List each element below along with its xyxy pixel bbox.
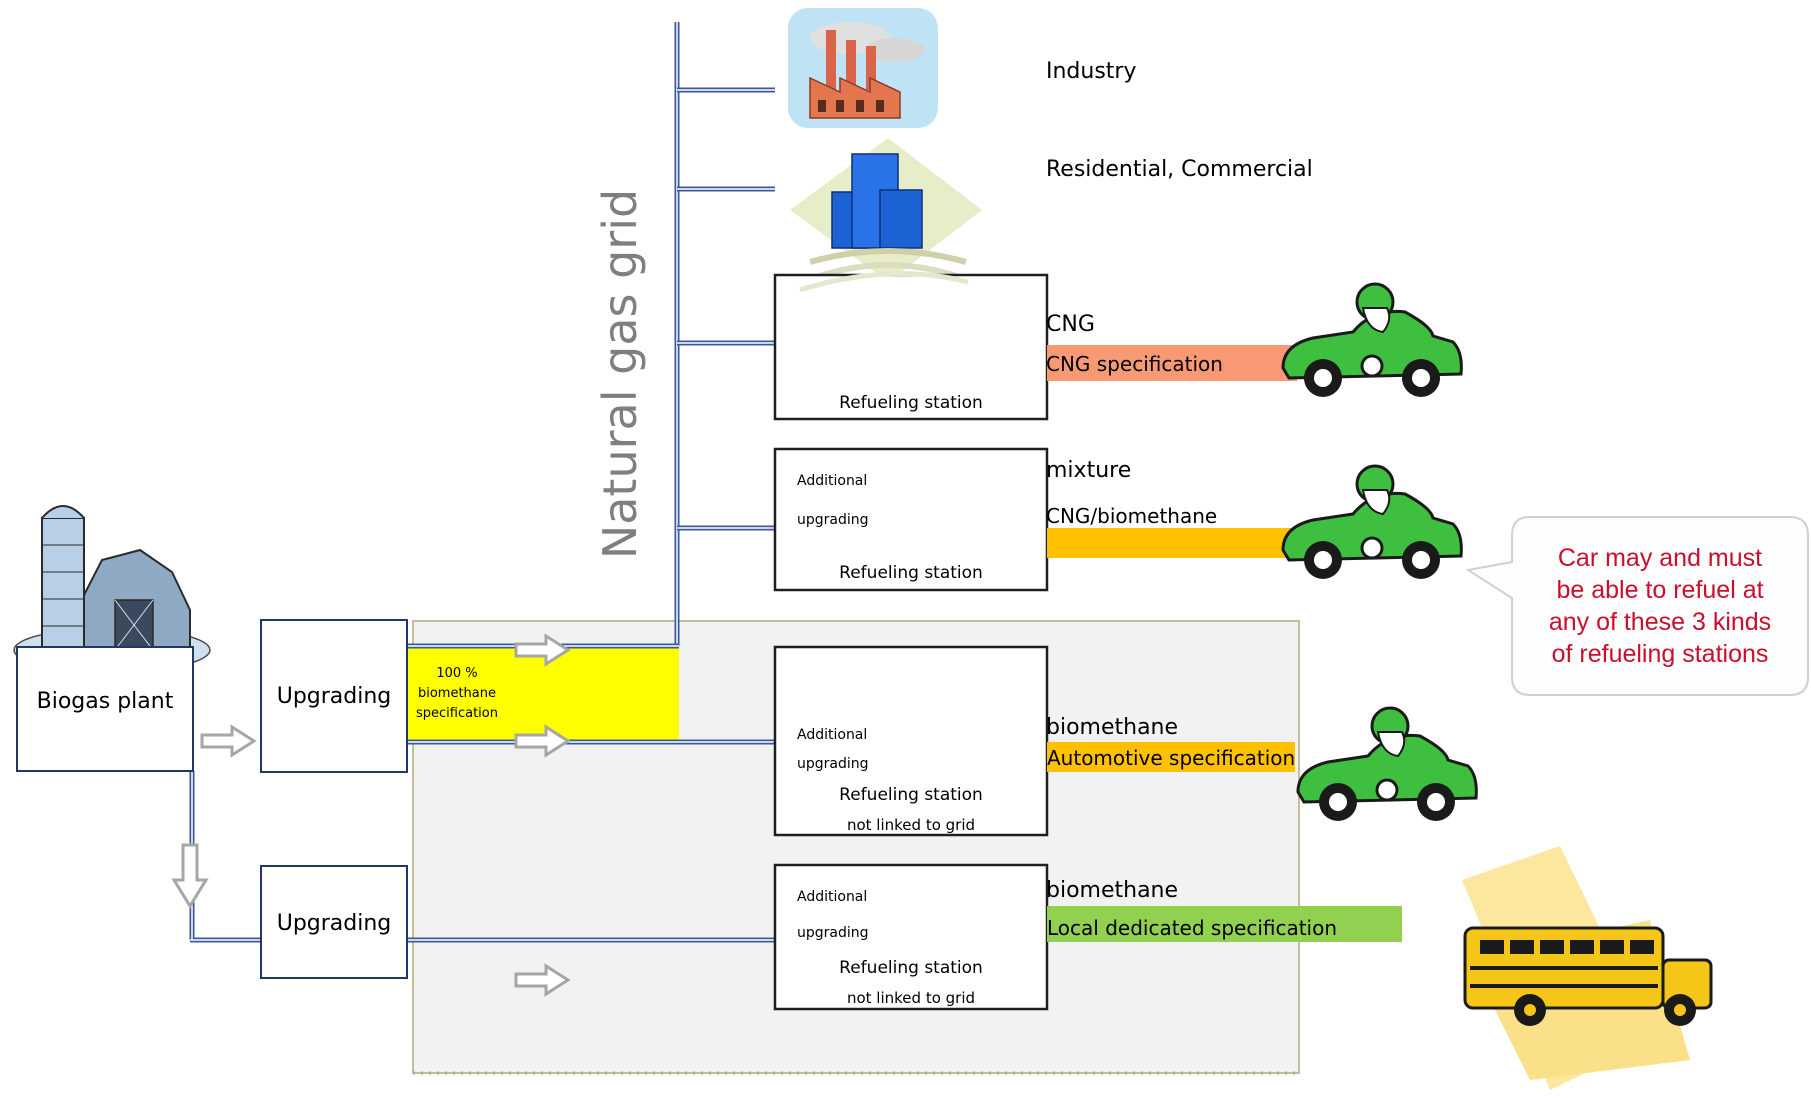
station-sub-label: not linked to grid xyxy=(847,816,975,834)
station-upgrade-text-1: Additional xyxy=(797,473,867,489)
station-upgrade-text-2: upgrading xyxy=(797,925,869,941)
station-fuel-label: mixture xyxy=(1046,458,1131,483)
refueling-station-box xyxy=(773,863,1049,1011)
station-spec-label: CNG/biomethane xyxy=(1046,504,1217,528)
biogas-plant-box xyxy=(16,646,194,772)
buildings-icon xyxy=(790,138,982,282)
flow-arrow-icon xyxy=(200,725,256,757)
station-title: Refueling station xyxy=(839,393,983,413)
station-upgrade-text-2: upgrading xyxy=(797,756,869,772)
station-fuel-label: CNG xyxy=(1046,312,1095,337)
flow-arrow-down-icon xyxy=(171,843,209,909)
race-car-icon xyxy=(1281,464,1463,579)
station-spec-label: Local dedicated specification xyxy=(1047,916,1337,940)
spec-bar xyxy=(1047,528,1297,558)
spec-bar xyxy=(1047,345,1297,381)
residential-label: Residential, Commercial xyxy=(1046,157,1313,182)
race-car-icon xyxy=(1281,282,1463,397)
station-sub-label: not linked to grid xyxy=(847,989,975,1007)
station-title: Refueling station xyxy=(839,958,983,978)
spec-bar xyxy=(1047,742,1295,772)
station-fuel-label: biomethane xyxy=(1046,715,1178,740)
refueling-station-box xyxy=(773,645,1049,837)
grid-branches xyxy=(677,87,775,531)
station-spec-label: CNG specification xyxy=(1046,352,1223,376)
spec-line-1: 100 % xyxy=(436,666,477,681)
refueling-station-box xyxy=(773,447,1049,592)
callout-line-4: of refueling stations xyxy=(1551,640,1769,668)
spec-line-2: biomethane xyxy=(418,686,496,701)
race-car-icon xyxy=(1296,706,1478,821)
spec-line-3: specification xyxy=(416,706,498,721)
station-title: Refueling station xyxy=(839,785,983,805)
station-upgrade-text-2: upgrading xyxy=(797,512,869,528)
station-upgrade-text-1: Additional xyxy=(797,889,867,905)
refueling-station-box xyxy=(773,273,1049,421)
station-title: Refueling station xyxy=(839,563,983,583)
factory-icon xyxy=(788,8,938,128)
spec-bar xyxy=(1047,906,1402,942)
upgrading-label-top: Upgrading xyxy=(277,684,392,709)
school-bus-icon xyxy=(1462,846,1713,1090)
callout-line-1: Car may and must xyxy=(1557,544,1763,572)
callout-line-2: be able to refuel at xyxy=(1556,576,1764,604)
biogas-plant-label: Biogas plant xyxy=(37,689,174,714)
upgrading-box-bottom xyxy=(260,865,408,979)
callout-line-3: any of these 3 kinds xyxy=(1548,608,1772,636)
callout-text: Car may and must be able to refuel at an… xyxy=(1510,517,1810,695)
station-spec-label: Automotive specification xyxy=(1047,746,1295,770)
station-fuel-label: biomethane xyxy=(1046,878,1178,903)
biomethane-spec-highlight xyxy=(407,647,679,740)
callout-bubble xyxy=(1465,516,1809,696)
grid-label: Natural gas grid xyxy=(593,189,647,559)
industry-label: Industry xyxy=(1046,59,1137,84)
upgrading-label-bottom: Upgrading xyxy=(277,911,392,936)
station-upgrade-text-1: Additional xyxy=(797,727,867,743)
upgrading-box-top xyxy=(260,619,408,773)
